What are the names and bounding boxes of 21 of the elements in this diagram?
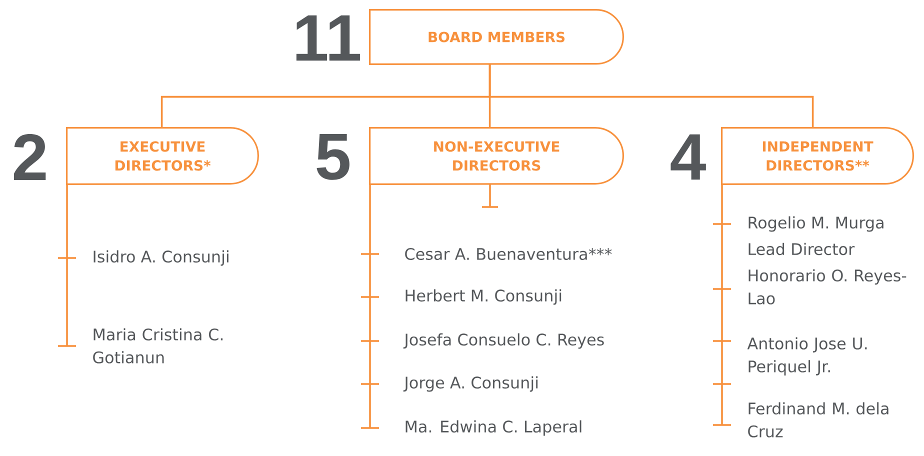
director-name: Maria Cristina C. Gotianun — [93, 328, 223, 364]
count-number: 2 — [14, 134, 46, 180]
director-name: Herbert M. Consunji — [406, 289, 562, 305]
count-number: 11 — [296, 15, 360, 61]
director-name: Antonio Jose U. Periquel Jr. — [747, 337, 867, 376]
director-name: Honorario O. Reyes-Lao — [748, 269, 906, 304]
director-name: Ma. Edwina C. Laperal — [406, 420, 582, 436]
category-box: BOARD MEMBERS — [369, 9, 624, 65]
director-name: Lead Director — [748, 242, 855, 256]
director-name: Jorge A. Consunji — [403, 376, 538, 392]
director-name: Cesar A. Buenaventura*** — [405, 248, 612, 260]
count-number: 4 — [670, 134, 706, 180]
director-name: Isidro A. Consunji — [94, 250, 228, 266]
count-number: 5 — [316, 134, 350, 180]
director-name: Rogelio M. Murga — [748, 216, 884, 232]
category-box: INDEPENDENT DIRECTORS** — [721, 127, 914, 185]
category-box: NON-EXECUTIVE DIRECTORS — [369, 127, 624, 185]
director-name: Josefa Consuelo C. Reyes — [403, 333, 604, 349]
director-name: Ferdinand M. dela Cruz — [748, 402, 888, 438]
category-box: EXECUTIVE DIRECTORS* — [66, 127, 259, 185]
connector-line — [488, 64, 814, 128]
